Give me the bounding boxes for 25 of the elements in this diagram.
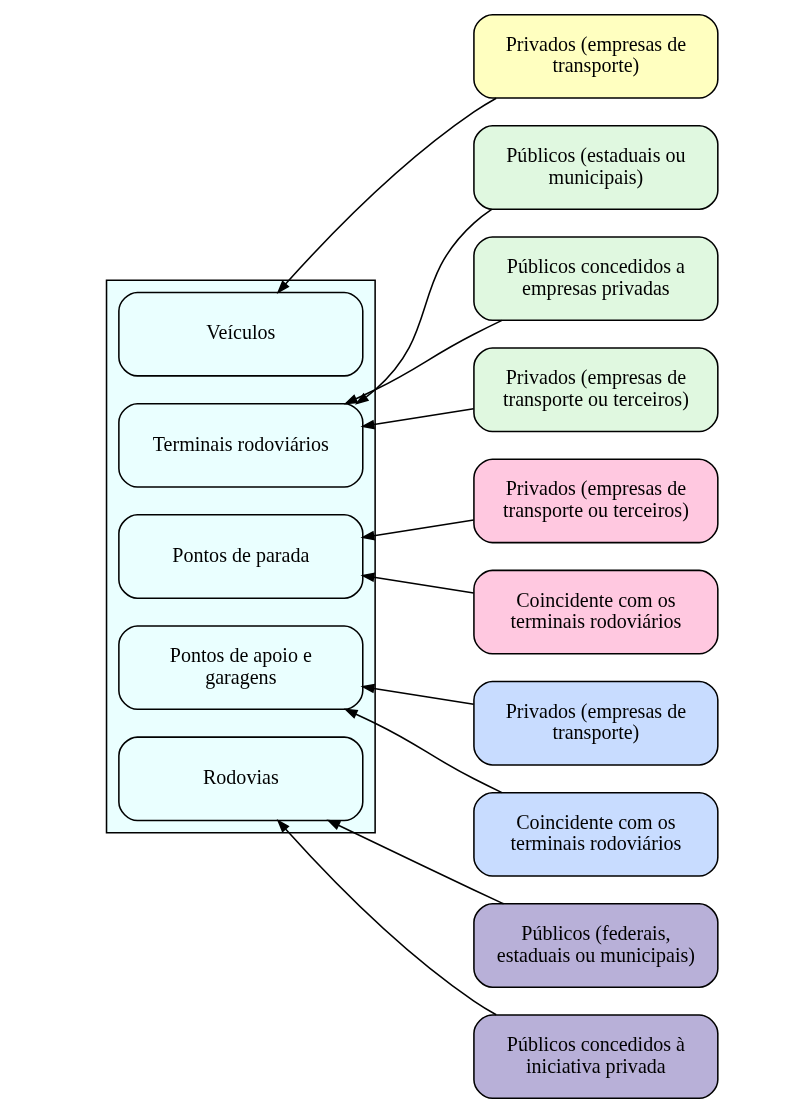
- node-box: Coincidente com os terminais rodoviários: [473, 791, 719, 877]
- node-box: Privados (empresas de transporte ou terceiros): [473, 347, 719, 433]
- arrow: [343, 319, 503, 405]
- arrow: [326, 819, 505, 905]
- node-box: Pontos de apoio e garagens: [118, 625, 364, 711]
- node-box: Privados (empresas de transporte ou terceiros): [473, 458, 719, 544]
- arrow: [360, 572, 475, 594]
- node-box: Públicos (federais, estaduais ou municipais): [473, 903, 719, 988]
- arrow: [360, 683, 475, 705]
- arrow: [354, 208, 493, 405]
- node-box: Públicos concedidos a empresas privadas: [473, 236, 719, 322]
- node-box: Públicos (estaduais ou municipais): [473, 125, 719, 210]
- node-box: Rodovias: [118, 736, 364, 822]
- node-box: Públicos concedidos à iniciativa privada: [473, 1014, 719, 1100]
- node-box: Terminais rodoviários: [118, 402, 364, 488]
- arrow: [343, 708, 503, 794]
- arrow: [360, 408, 475, 430]
- node-box: Privados (empresas de transporte): [473, 680, 719, 766]
- arrow: [276, 819, 497, 1016]
- node-box: Pontos de parada: [118, 514, 364, 599]
- node-box: Privados (empresas de transporte): [473, 13, 719, 99]
- arrow: [276, 97, 497, 294]
- node-box: Veículos: [118, 291, 364, 377]
- arrow: [360, 519, 475, 541]
- node-box: Coincidente com os terminais rodoviários: [473, 569, 719, 655]
